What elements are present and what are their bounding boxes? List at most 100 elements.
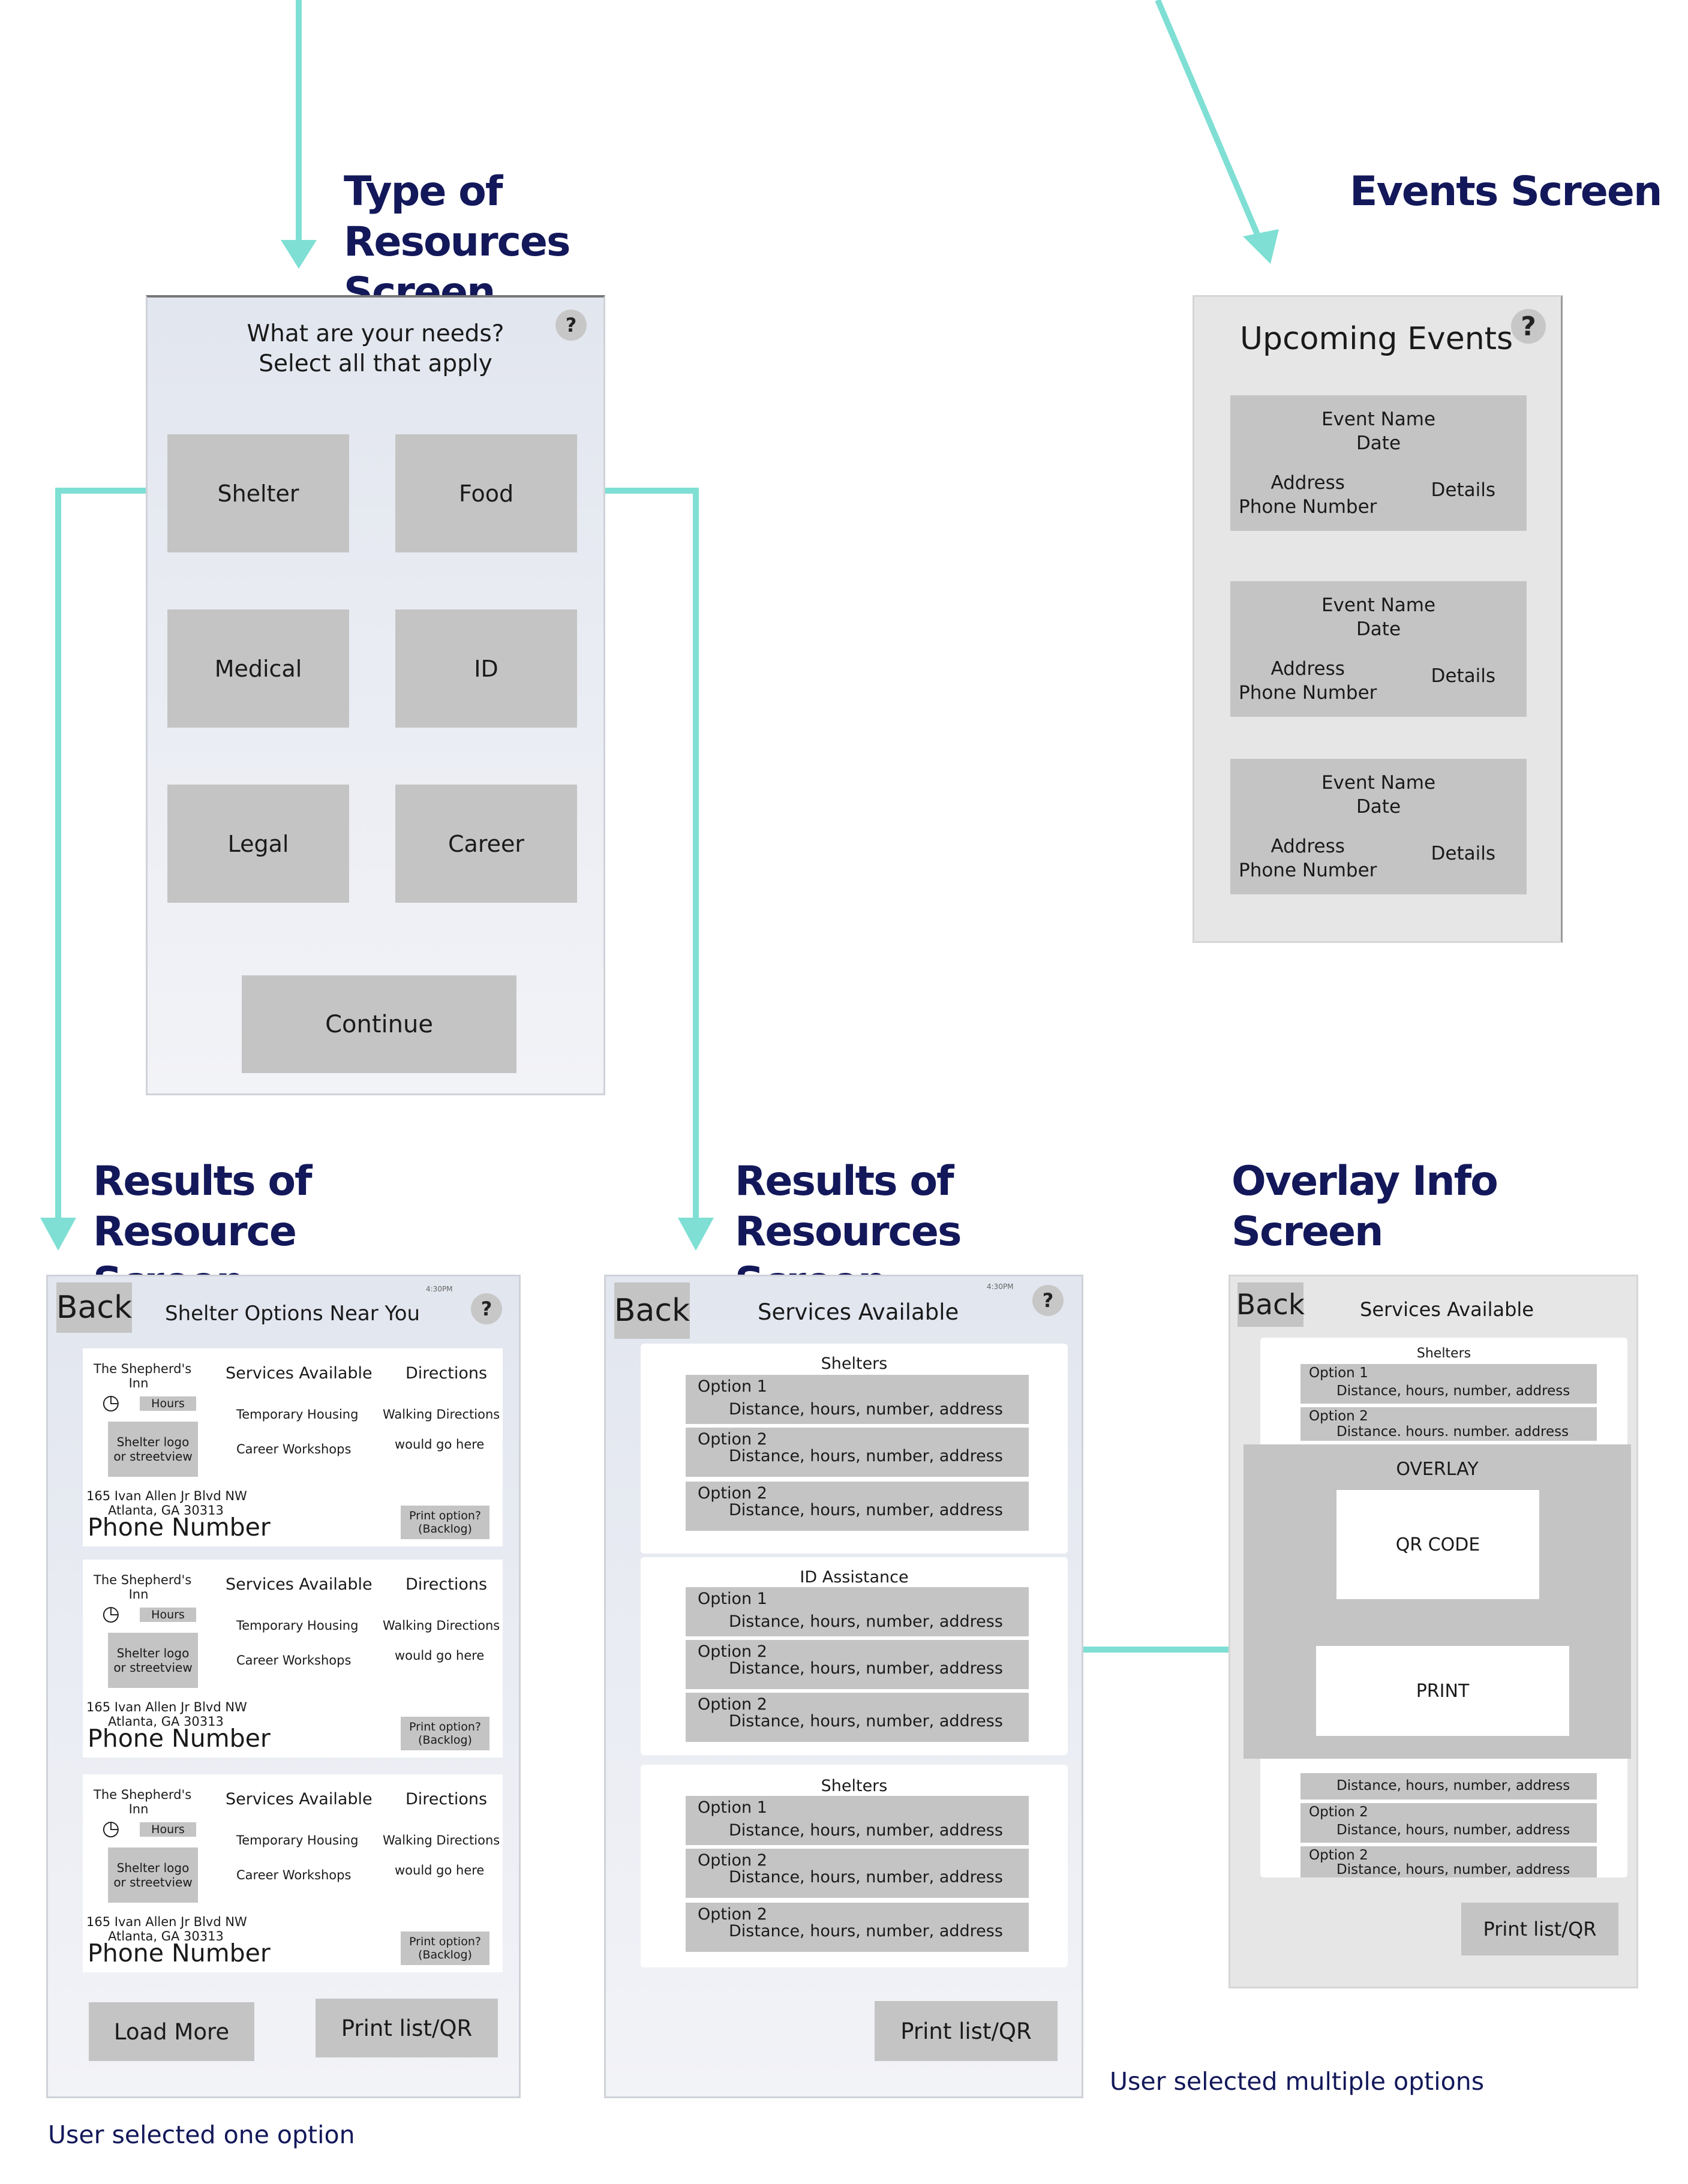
option-career-button[interactable]: Career <box>395 785 577 903</box>
directions-text: would go here <box>395 1437 485 1452</box>
option-label: Option 2 <box>698 1484 767 1503</box>
print-option-button[interactable]: Print option?(Backlog) <box>401 1931 489 1965</box>
option-label: Option 2 <box>698 1695 767 1714</box>
print-option-button[interactable]: Print option?(Backlog) <box>401 1717 489 1750</box>
arrowhead-results-one <box>40 1218 76 1251</box>
section-title: Shelters <box>821 1777 888 1795</box>
service-item: Career Workshops <box>236 1653 352 1668</box>
event-phone: Phone Number <box>1239 682 1377 704</box>
print-button[interactable]: PRINT <box>1316 1646 1569 1736</box>
services-header: Services Available <box>226 1575 373 1594</box>
event-address: Address <box>1270 658 1345 680</box>
event-details-link[interactable]: Details <box>1431 665 1495 687</box>
directions-text: would go here <box>395 1863 485 1877</box>
help-icon[interactable]: ? <box>555 310 587 341</box>
option-medical-button[interactable]: Medical <box>167 609 349 728</box>
event-details-link[interactable]: Details <box>1431 843 1495 864</box>
option-detail: Distance, hours, number, address <box>729 1922 1003 1940</box>
option-detail: Distance, hours, number, address <box>729 1868 1003 1886</box>
print-option-button[interactable]: Print option?(Backlog) <box>401 1506 489 1539</box>
service-item: Temporary Housing <box>236 1833 359 1847</box>
continue-button[interactable]: Continue <box>242 975 516 1073</box>
needs-question-line1: What are your needs? <box>247 320 504 347</box>
option-label: Option 2 <box>1309 1408 1368 1424</box>
event-details-link[interactable]: Details <box>1431 479 1495 501</box>
clock-icon: ◷ <box>102 1602 120 1626</box>
event-name: Event Name <box>1321 408 1436 430</box>
upcoming-events-title: Upcoming Events <box>1240 321 1513 357</box>
option-detail: Distance, hours, number, address <box>729 1712 1003 1731</box>
option-label: Option 2 <box>698 1430 767 1449</box>
load-more-button[interactable]: Load More <box>89 2002 254 2061</box>
help-icon[interactable]: ? <box>1511 309 1546 344</box>
option-label: Option 2 <box>698 1642 767 1661</box>
directions-header: Directions <box>406 1790 488 1809</box>
back-button[interactable]: Back <box>56 1282 132 1333</box>
option-food-button[interactable]: Food <box>395 434 577 552</box>
print-list-button[interactable]: Print list/QR <box>875 2001 1058 2061</box>
page-title: Shelter Options Near You <box>165 1302 421 1326</box>
option-label: Option 1 <box>1309 1365 1368 1381</box>
service-item: Career Workshops <box>236 1442 352 1456</box>
section-title: Shelters <box>821 1354 888 1373</box>
service-option-partial[interactable]: Distance, hours, number, address <box>1300 1773 1597 1800</box>
service-option[interactable]: Option 1 Distance, hours, number, address <box>686 1587 1029 1636</box>
section-title: Shelters <box>1416 1346 1471 1361</box>
directions-text: Walking Directions <box>383 1833 500 1847</box>
directions-text: Walking Directions <box>383 1407 500 1422</box>
shelter-phone: Phone Number <box>88 1513 271 1542</box>
event-date: Date <box>1356 618 1401 640</box>
back-button[interactable]: Back <box>614 1282 690 1339</box>
option-detail: Distance, hours, number, address <box>729 1501 1003 1519</box>
option-label: Option 1 <box>698 1798 767 1817</box>
print-list-button[interactable]: Print list/QR <box>316 1999 498 2057</box>
help-icon[interactable]: ? <box>471 1293 502 1324</box>
event-name: Event Name <box>1321 772 1436 794</box>
option-label: Option 1 <box>698 1590 767 1608</box>
shelter-phone: Phone Number <box>88 1939 271 1967</box>
option-label: Option 2 <box>1309 1847 1368 1863</box>
type-of-resources-screen: ? What are your needs? Select all that a… <box>146 295 605 1095</box>
option-detail: Distance, hours, number, address <box>729 1612 1003 1631</box>
option-shelter-button[interactable]: Shelter <box>167 434 349 552</box>
option-legal-button[interactable]: Legal <box>167 785 349 903</box>
help-icon[interactable]: ? <box>1032 1285 1064 1316</box>
option-label: Option 2 <box>698 1851 767 1870</box>
service-item: Temporary Housing <box>236 1618 359 1633</box>
option-detail: Distance, hours, number, address <box>1336 1862 1570 1877</box>
print-list-button[interactable]: Print list/QR <box>1461 1903 1618 1955</box>
overlay-label: OVERLAY <box>1396 1459 1479 1480</box>
option-detail: Distance. hours. number. address <box>1336 1424 1569 1440</box>
back-button[interactable]: Back <box>1236 1282 1305 1327</box>
directions-text: Walking Directions <box>383 1618 500 1633</box>
needs-question-line2: Select all that apply <box>259 350 492 377</box>
option-id-button[interactable]: ID <box>395 609 577 728</box>
